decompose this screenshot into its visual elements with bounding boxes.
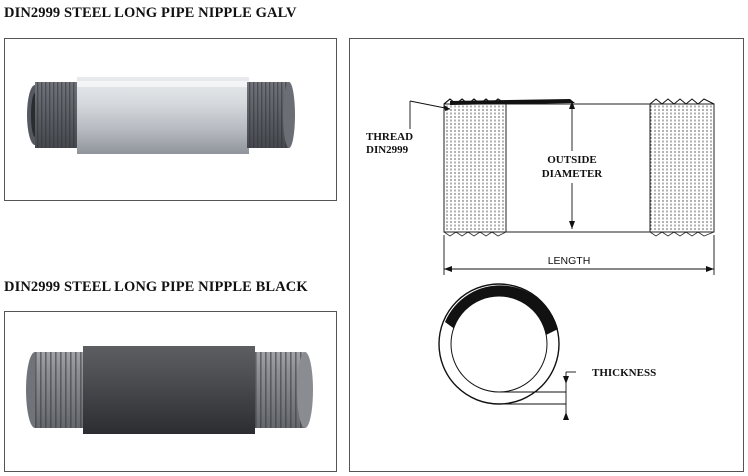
thickness-label: THICKNESS	[592, 367, 656, 379]
length-label: LENGTH	[548, 255, 591, 267]
thread-label: THREAD	[366, 131, 413, 143]
black-nipple-photo-frame	[4, 311, 337, 472]
outside-label: OUTSIDE	[547, 154, 597, 166]
black-title: DIN2999 STEEL LONG PIPE NIPPLE BLACK	[4, 279, 308, 295]
galv-nipple-image	[27, 77, 295, 154]
pipe-side-view	[443, 98, 715, 237]
thickness-callout: THICKNESS	[500, 367, 656, 420]
galv-title: DIN2999 STEEL LONG PIPE NIPPLE GALV	[4, 5, 297, 21]
length-dimension: LENGTH	[443, 235, 715, 275]
diameter-label: DIAMETER	[542, 168, 604, 180]
outside-diameter-dimension: OUTSIDE DIAMETER	[540, 101, 606, 229]
thread-standard-label: DIN2999	[366, 144, 409, 156]
thread-callout: THREAD DIN2999	[366, 100, 451, 156]
pipe-cross-section	[438, 283, 560, 405]
dimension-diagram: THREAD DIN2999 OUTSIDE DIAMETER LENGTH	[366, 98, 715, 420]
dimension-diagram-frame: THREAD DIN2999 OUTSIDE DIAMETER LENGTH	[349, 38, 744, 472]
galv-nipple-photo-frame	[4, 38, 337, 201]
black-nipple-image	[26, 346, 313, 434]
